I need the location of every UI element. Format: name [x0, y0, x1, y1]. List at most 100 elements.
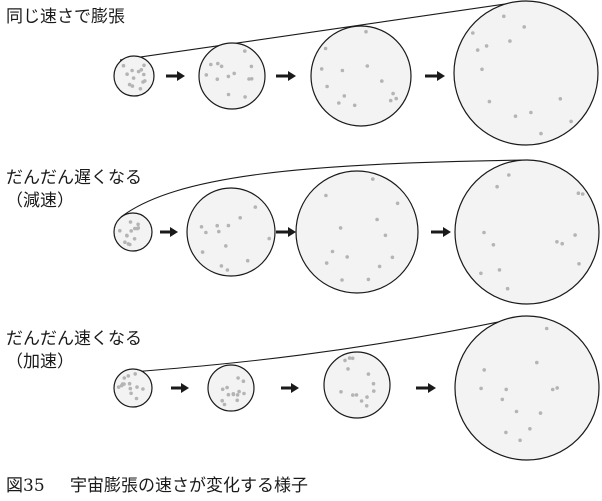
galaxy-dot — [480, 67, 484, 72]
galaxy-dot — [491, 243, 496, 247]
arrow-1 — [160, 227, 178, 237]
galaxy-dot — [504, 430, 508, 435]
arrow-head — [181, 383, 189, 393]
universe-circle-body — [198, 42, 266, 110]
galaxy-dot — [135, 385, 139, 389]
galaxy-dot — [372, 389, 376, 393]
row-constant-circles — [113, 0, 599, 146]
galaxy-dot — [365, 395, 369, 399]
galaxy-dot — [219, 264, 224, 268]
galaxy-dot — [482, 368, 487, 372]
universe-circle-2 — [198, 42, 266, 110]
figure-caption: 図35 宇宙膨張の速さが変化する様子 — [6, 476, 308, 496]
galaxy-dot — [139, 68, 144, 72]
galaxy-dot — [249, 77, 254, 81]
arrow-2 — [281, 383, 299, 393]
galaxy-dot — [364, 29, 368, 34]
galaxy-dot — [550, 387, 555, 392]
galaxy-dot — [528, 427, 532, 431]
galaxy-dot — [216, 61, 220, 66]
caption-number: 図35 — [6, 476, 45, 496]
envelope-line — [120, 315, 528, 374]
galaxy-dot — [338, 226, 343, 230]
arrow-head — [428, 383, 436, 393]
galaxy-dot — [128, 386, 133, 391]
galaxy-dot — [560, 241, 564, 246]
galaxy-dot — [354, 393, 359, 397]
galaxy-dot — [479, 271, 483, 276]
row-decelerating: だんだん遅くなる （減速） — [6, 159, 600, 305]
galaxy-dot — [199, 225, 204, 229]
galaxy-dot — [359, 399, 364, 403]
arrow-2 — [276, 71, 296, 81]
row-accelerating-arrows — [171, 383, 436, 393]
row-constant-label: 同じ速さで膨張 — [6, 7, 125, 27]
galaxy-dot — [377, 264, 382, 269]
galaxy-dot — [141, 80, 145, 84]
row-accelerating-envelope — [120, 315, 528, 374]
universe-circle-body — [207, 364, 255, 412]
universe-circle-1 — [113, 212, 153, 252]
galaxy-dot — [242, 391, 246, 396]
galaxy-dot — [241, 379, 246, 384]
universe-circle-4 — [453, 0, 599, 146]
galaxy-dot — [558, 97, 563, 101]
row-decelerating-envelope — [120, 159, 528, 218]
galaxy-dot — [343, 358, 347, 363]
galaxy-dot — [116, 385, 121, 389]
galaxy-dot — [129, 391, 133, 396]
galaxy-dot — [125, 233, 129, 238]
universe-circle-3 — [323, 351, 391, 419]
galaxy-dot — [569, 119, 573, 124]
galaxy-dot — [118, 228, 122, 233]
galaxy-dot — [505, 286, 510, 291]
galaxy-dot — [215, 223, 219, 228]
universe-circle-2 — [186, 187, 276, 277]
galaxy-dot — [249, 64, 254, 69]
arrow-3 — [431, 227, 451, 237]
galaxy-dot — [497, 268, 502, 272]
arrow-head — [288, 71, 296, 81]
galaxy-dot — [325, 84, 329, 89]
galaxy-dot — [371, 177, 375, 181]
galaxy-dot — [513, 114, 518, 118]
galaxy-dot — [200, 250, 205, 254]
galaxy-dot — [225, 385, 229, 390]
galaxy-dot — [375, 217, 379, 222]
galaxy-dot — [479, 386, 483, 391]
galaxy-dot — [366, 277, 371, 282]
universe-circle-body — [186, 187, 276, 277]
row-constant: 同じ速さで膨張 — [6, 0, 599, 146]
galaxy-dot — [226, 223, 231, 228]
galaxy-dot — [508, 39, 512, 43]
galaxy-dot — [340, 278, 344, 282]
galaxy-dot — [573, 233, 577, 237]
galaxy-dot — [471, 31, 475, 35]
universe-circle-body — [454, 159, 600, 305]
galaxy-dot — [219, 64, 224, 69]
galaxy-dot — [226, 92, 231, 97]
galaxy-dot — [131, 76, 136, 80]
galaxy-dot — [544, 326, 549, 331]
galaxy-dot — [535, 360, 539, 365]
galaxy-dot — [555, 240, 559, 244]
galaxy-dot — [364, 404, 369, 408]
galaxy-dot — [352, 103, 357, 108]
galaxy-dot — [267, 236, 272, 241]
galaxy-dot — [500, 397, 505, 402]
galaxy-dot — [122, 376, 127, 380]
galaxy-dot — [133, 226, 137, 231]
galaxy-dot — [220, 398, 224, 403]
galaxy-dot — [580, 192, 585, 196]
arrow-1 — [171, 383, 189, 393]
galaxy-dot — [226, 74, 231, 79]
universe-circle-2 — [207, 364, 255, 412]
galaxy-dot — [243, 49, 247, 53]
galaxy-dot — [324, 261, 329, 265]
galaxy-dot — [487, 99, 492, 104]
universe-circle-3 — [295, 170, 419, 294]
galaxy-dot — [350, 356, 355, 361]
galaxy-dot — [347, 356, 352, 360]
galaxy-dot — [340, 68, 345, 73]
